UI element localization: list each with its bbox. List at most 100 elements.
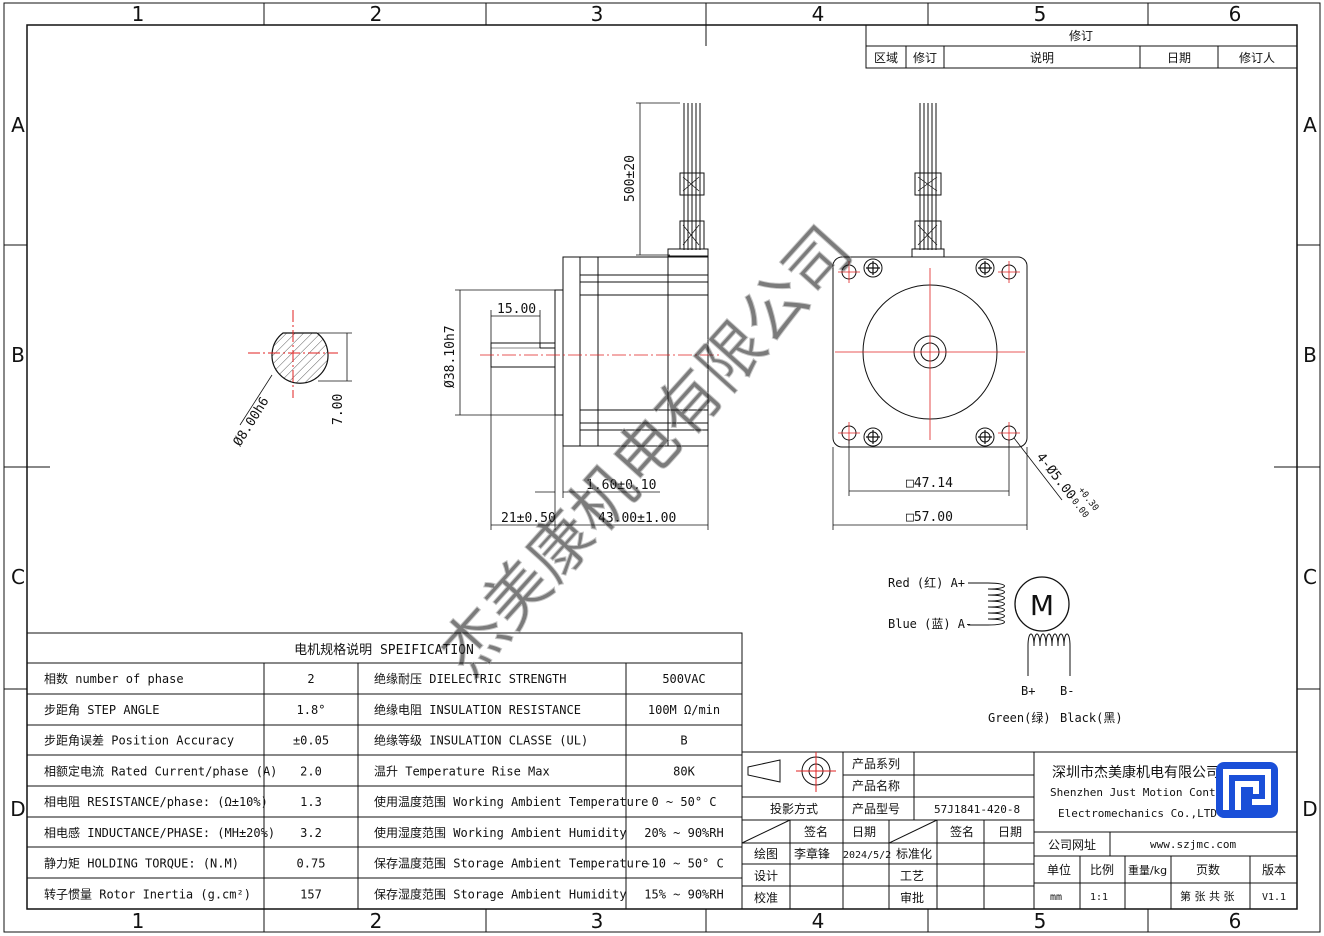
tb-product-series: 产品系列	[852, 757, 900, 771]
spec-label: 静力矩 HOLDING TORQUE: (N.M)	[44, 857, 239, 871]
row-label: C	[11, 565, 25, 589]
spec-value2: 0 ~ 50° C	[651, 795, 716, 809]
row-label: B	[1303, 343, 1317, 367]
dim-shaft-length: 21±0.50	[501, 511, 556, 526]
row-label: B	[11, 343, 25, 367]
wire-green: Green(绿)	[988, 710, 1051, 725]
tb-company-en1: Shenzhen Just Motion Control	[1050, 786, 1235, 799]
tb-date2: 日期	[998, 825, 1022, 839]
tb-approve: 审批	[900, 890, 924, 905]
spec-table: 电机规格说明 SPEIFICATION 相数 number of phase 2 绝…	[26, 632, 743, 910]
spec-title: 电机规格说明 SPEIFICATION	[294, 642, 474, 658]
dim-body-length: 43.00±1.00	[598, 511, 676, 526]
spec-label2: 使用湿度范围 Working Ambient Humidity	[374, 825, 627, 840]
spec-label2: 绝缘耐压 DIELECTRIC STRENGTH	[374, 671, 567, 686]
revision-header: 修订	[913, 50, 937, 65]
col-label: 1	[132, 909, 145, 933]
dim-lead-length: 500±20	[623, 155, 638, 202]
spec-value: 2	[307, 672, 314, 686]
spec-value2: 80K	[673, 764, 695, 778]
tb-process: 工艺	[900, 869, 924, 883]
spec-label: 相额定电流 Rated Current/phase (A)	[44, 763, 277, 778]
tb-standard: 标准化	[896, 847, 932, 861]
wire-red: Red (红) A+	[888, 575, 965, 590]
tb-scale-label: 比例	[1090, 863, 1114, 877]
revision-header: 日期	[1167, 51, 1191, 65]
spec-label: 步距角 STEP ANGLE	[44, 703, 159, 717]
col-label: 5	[1034, 2, 1047, 26]
col-label: 6	[1229, 2, 1242, 26]
tb-website: www.szjmc.com	[1150, 838, 1236, 851]
tb-draw-date: 2024/5/2	[843, 850, 891, 861]
watermark: 杰美康机电有限公司	[427, 213, 867, 691]
dim-flat-length: 15.00	[497, 302, 536, 317]
spec-label: 相电阻 RESISTANCE/phase: (Ω±10%)	[44, 795, 268, 809]
col-label: 2	[370, 909, 383, 933]
spec-label: 转子惯量 Rotor Inertia (g.cm²)	[44, 886, 251, 901]
projection-symbol	[747, 752, 836, 792]
spec-value2: 500VAC	[662, 672, 705, 686]
tb-date: 日期	[852, 825, 876, 839]
row-label: A	[1303, 113, 1317, 137]
spec-value: 2.0	[300, 764, 322, 778]
row-label: D	[1302, 797, 1317, 821]
tb-scale: 1:1	[1090, 892, 1108, 903]
motor-side-view	[455, 102, 720, 530]
shaft-section-view: 7.00 Ø8.00h6	[231, 310, 352, 449]
spec-value2: 15% ~ 90%RH	[644, 887, 723, 901]
tb-version: V1.1	[1262, 892, 1286, 903]
col-label: 1	[132, 2, 145, 26]
tb-drawer: 李章锋	[794, 846, 830, 861]
dim-shaft-dia: Ø8.00h6	[231, 395, 273, 449]
tb-pages: 第 张 共 张	[1180, 889, 1235, 903]
tb-draw: 绘图	[754, 846, 778, 861]
tb-pages-label: 页数	[1196, 862, 1220, 877]
row-label: D	[10, 797, 25, 821]
col-label: 2	[370, 2, 383, 26]
tb-sign2: 签名	[950, 824, 974, 839]
row-label: C	[1303, 565, 1317, 589]
tb-website-label: 公司网址	[1048, 838, 1096, 852]
side-view-dims: 500±20 Ø38.10h7 15.00 1.60±0.10 21±0.50 …	[443, 155, 676, 526]
wire-blue: Blue (蓝) A-	[888, 617, 972, 631]
frame-labels: 1 2 3 4 5 6 1 2 3 4 5 6 A B C D A B C D	[10, 2, 1317, 933]
front-view-dims: □47.14 □57.00 4-Ø5.00 +0.30 -0.00	[906, 450, 1100, 525]
col-label: 3	[591, 2, 604, 26]
spec-label2: 保存温度范围 Storage Ambient Temperature	[374, 856, 648, 871]
spec-value: 1.8°	[297, 703, 326, 717]
spec-value: 157	[300, 887, 322, 901]
spec-label: 步距角误差 Position Accuracy	[44, 734, 234, 748]
tb-sign: 签名	[804, 824, 828, 839]
row-label: A	[11, 113, 25, 137]
tb-weight-label: 重量/kg	[1128, 863, 1167, 877]
spec-label: 相数 number of phase	[44, 671, 184, 686]
revision-header: 说明	[1030, 50, 1054, 65]
spec-label: 相电感 INDUCTANCE/PHASE: (MH±20%)	[44, 825, 275, 840]
tb-projection: 投影方式	[770, 801, 818, 816]
spec-label2: 温升 Temperature Rise Max	[374, 764, 550, 778]
spec-label2: 绝缘电阻 INSULATION RESISTANCE	[374, 702, 581, 717]
title-block: 产品系列 产品名称 投影方式 产品型号 57J1841-420-8 签名 日期 …	[741, 751, 1298, 910]
spec-label2: 绝缘等级 INSULATION CLASSE (UL)	[374, 733, 588, 748]
tb-company-en2: Electromechanics Co.,LTD	[1058, 807, 1217, 820]
spec-value: 0.75	[297, 857, 326, 871]
dim-boss-dia: Ø38.10h7	[443, 325, 458, 388]
motor-symbol: M	[1030, 589, 1054, 622]
revision-header: 修订人	[1239, 50, 1275, 65]
col-label: 3	[591, 909, 604, 933]
tb-version-label: 版本	[1262, 863, 1286, 877]
spec-value2: 20% ~ 90%RH	[644, 826, 723, 840]
tb-unit-label: 单位	[1047, 862, 1071, 877]
company-logo	[1216, 762, 1278, 818]
col-label: 4	[812, 909, 825, 933]
dim-flange: □57.00	[906, 510, 953, 525]
tb-design: 设计	[754, 869, 778, 883]
spec-label2: 使用温度范围 Working Ambient Temperature	[374, 794, 648, 809]
spec-label2: 保存湿度范围 Storage Ambient Humidity	[374, 886, 627, 901]
dim-hole-pitch: □47.14	[906, 476, 953, 491]
wire-black: Black(黑)	[1060, 711, 1123, 725]
tb-product-model: 产品型号	[852, 802, 900, 816]
tb-company-cn: 深圳市杰美康机电有限公司	[1052, 764, 1220, 781]
spec-value: 3.2	[300, 826, 322, 840]
col-label: 4	[812, 2, 825, 26]
